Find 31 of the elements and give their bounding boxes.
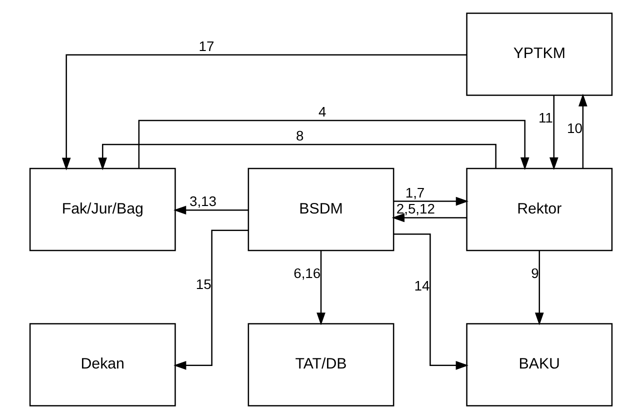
arrow [174,230,248,370]
edge-label: 1,7 [405,184,425,200]
arrow [174,206,248,215]
edge-label: 11 [538,110,553,126]
edge-label: 14 [414,278,430,294]
edge-label: 10 [566,120,582,136]
arrow [394,233,468,370]
arrow [392,213,467,222]
edge-label: 2,5,12 [396,200,435,217]
node-box: Dekan [29,323,176,406]
arrow [98,144,496,170]
arrow [534,250,544,326]
edge-label: 4 [318,103,326,120]
node-box: Fak/Jur/Bag [29,168,176,252]
edge-label: 6,16 [294,264,321,281]
edge-label: 8 [296,127,304,144]
edge-label: 3,13 [189,193,217,210]
arrow [549,95,558,170]
arrow [394,196,468,206]
arrow [138,120,530,170]
arrow [62,54,466,170]
node-box: TAT/DB [248,323,394,406]
edge-label: 15 [196,276,212,292]
arrow [316,250,326,326]
edge-label: 9 [531,264,539,281]
node-box: BAKU [466,323,613,406]
node-box: Rektor [466,168,613,252]
arrow [578,94,588,168]
edge-label: 17 [198,38,214,54]
node-box: YPTKM [466,12,613,96]
node-box: BSDM [248,168,394,252]
